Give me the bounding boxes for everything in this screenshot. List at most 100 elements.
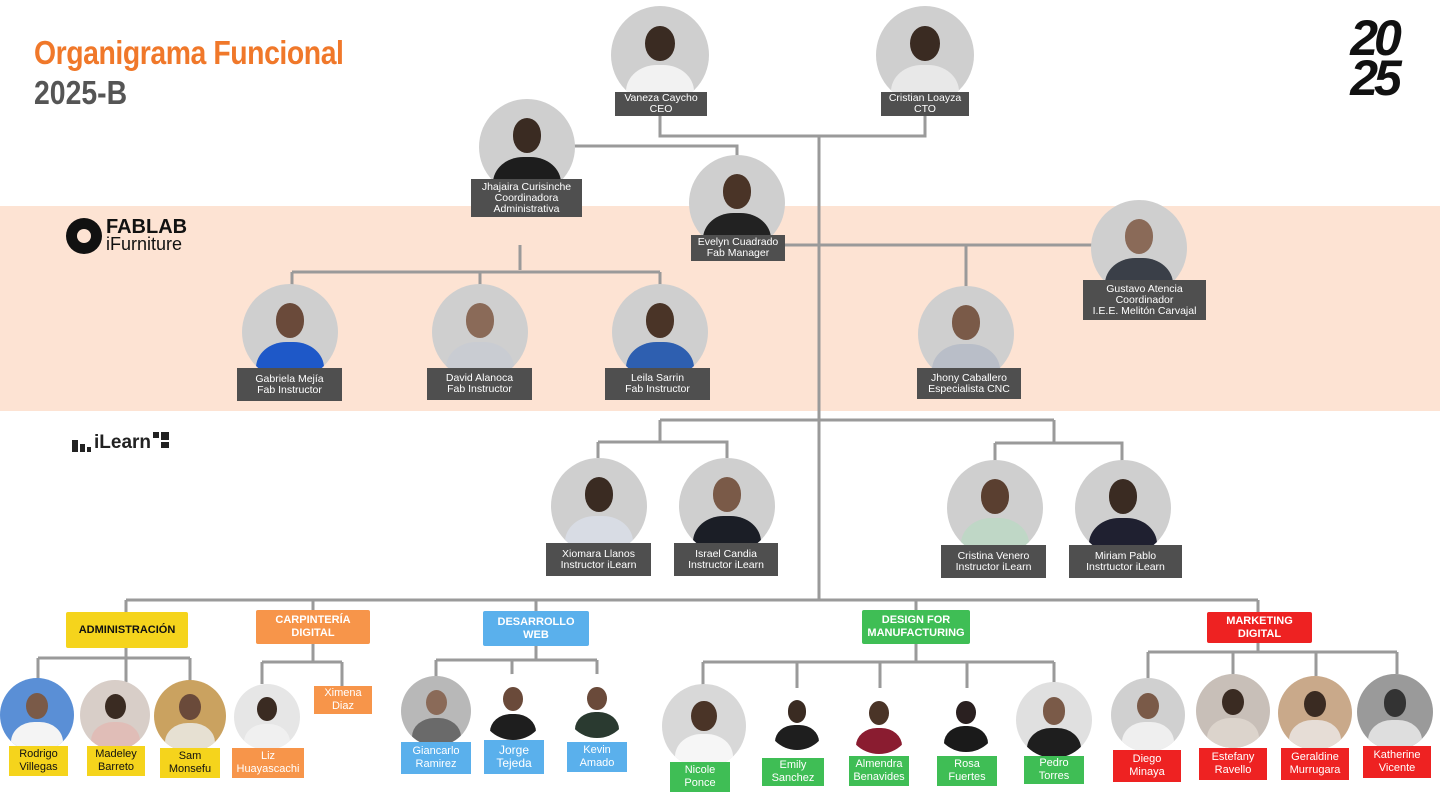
- year-bottom: 25: [1350, 50, 1402, 106]
- person-name: Leila Sarrin: [630, 372, 685, 384]
- person-label-gustavo: Gustavo Atencia Coordinador I.E.E. Melit…: [1083, 280, 1206, 320]
- person-photo-leila: [612, 284, 708, 380]
- member-label-giancarlo: Giancarlo Ramirez: [401, 742, 471, 774]
- person-photo-miriam: [1075, 460, 1171, 556]
- person-label-evelyn: Evelyn Cuadrado Fab Manager: [691, 235, 785, 261]
- year-logo: 20 25: [1334, 10, 1414, 106]
- person-name: Xiomara Llanos: [562, 547, 635, 560]
- person-photo-xiomara: [551, 458, 647, 554]
- year-top: 20: [1350, 10, 1402, 66]
- dept-administracion: ADMINISTRACIÓN: [66, 612, 188, 648]
- member-label-ximena: Ximena Diaz: [314, 686, 372, 714]
- dept-desarrollo: DESARROLLO WEB: [483, 611, 589, 646]
- person-label-jhajaira: Jhajaira Curisinche Coordinadora Adminis…: [471, 179, 582, 217]
- member-photo-pedro: [1016, 682, 1092, 758]
- member-label-pedro: Pedro Torres: [1024, 756, 1084, 784]
- person-role: Instructor iLearn: [688, 558, 764, 571]
- person-role: Coordinadora: [494, 191, 559, 204]
- person-role: Instrtuctor iLearn: [1086, 560, 1165, 573]
- member-label-geraldine: Geraldine Murrugara: [1281, 748, 1349, 780]
- ilearn-logo-text: iLearn: [94, 432, 152, 453]
- ilearn-logo: iLearn: [72, 432, 170, 454]
- person-role-2: I.E.E. Melitón Carvajal: [1092, 304, 1197, 317]
- member-photo-sam: [154, 680, 226, 752]
- person-label-cristian: Cristian Loayza CTO: [881, 92, 969, 116]
- person-name: Israel Candia: [695, 547, 757, 560]
- person-role: Fab Instructor: [625, 383, 690, 395]
- person-label-leila: Leila Sarrin Fab Instructor: [605, 368, 710, 400]
- person-role: Fab Instructor: [447, 383, 512, 395]
- ilearn-corner-icon: [153, 432, 170, 448]
- fablab-logo: FABLAB iFurniture: [66, 216, 188, 254]
- person-role-2: Administrativa: [493, 202, 560, 215]
- dept-design: DESIGN FOR MANUFACTURING: [862, 610, 970, 644]
- person-label-cristina: Cristina Venero Instructor iLearn: [941, 545, 1046, 578]
- member-label-madeley: Madeley Barreto: [87, 746, 145, 776]
- person-name: Gabriela Mejía: [255, 372, 324, 385]
- person-role: CTO: [914, 103, 936, 115]
- person-label-jhony: Jhony Caballero Especialista CNC: [917, 368, 1021, 399]
- person-name: David Alanoca: [445, 372, 514, 384]
- person-name: Vaneza Caycho: [624, 92, 698, 104]
- fablab-mark-icon: [66, 218, 102, 254]
- member-label-diego: Diego Minaya: [1113, 750, 1181, 782]
- member-photo-estefany: [1196, 674, 1270, 748]
- person-photo-cristina: [947, 460, 1043, 556]
- member-label-kevin: Kevin Amado: [567, 742, 627, 772]
- person-label-david: David Alanoca Fab Instructor: [427, 368, 532, 400]
- person-photo-vaneza: [611, 6, 709, 104]
- person-role: Instructor iLearn: [560, 558, 637, 571]
- member-photo-katherine: [1357, 674, 1433, 750]
- member-photo-geraldine: [1278, 676, 1352, 750]
- person-label-israel: Israel Candia Instructor iLearn: [674, 543, 778, 576]
- dept-marketing: MARKETING DIGITAL: [1207, 612, 1312, 643]
- person-role: Especialista CNC: [928, 382, 1010, 395]
- person-label-vaneza: Vaneza Caycho CEO: [615, 92, 707, 116]
- dept-carpinteria: CARPINTERÍA DIGITAL: [256, 610, 370, 644]
- member-label-rosa: Rosa Fuertes: [937, 756, 997, 786]
- member-label-liz: Liz Huayascachi: [232, 748, 304, 778]
- member-photo-emily: [766, 688, 828, 750]
- person-label-gabriela: Gabriela Mejía Fab Instructor: [237, 368, 342, 401]
- ilearn-mark-icon: [72, 434, 92, 452]
- member-label-katherine: Katherine Vicente: [1363, 746, 1431, 778]
- person-role: Fab Manager: [706, 247, 770, 259]
- member-photo-madeley: [80, 680, 150, 750]
- person-photo-israel: [679, 458, 775, 554]
- person-name: Cristina Venero: [957, 549, 1030, 562]
- member-label-emily: Emily Sanchez: [762, 758, 824, 786]
- page-subtitle: 2025-B: [34, 74, 128, 111]
- member-label-jorge: Jorge Tejeda: [484, 740, 544, 774]
- person-role: Instructor iLearn: [955, 560, 1032, 573]
- member-photo-almendra: [846, 688, 912, 754]
- member-photo-rosa: [934, 688, 998, 752]
- fablab-logo-line2: iFurniture: [106, 234, 183, 254]
- person-photo-cristian: [876, 6, 974, 104]
- page-title: Organigrama Funcional: [34, 34, 344, 71]
- member-photo-jorge: [480, 674, 546, 740]
- person-photo-jhony: [918, 286, 1014, 382]
- person-name: Cristian Loayza: [888, 92, 962, 104]
- member-photo-liz: [234, 684, 300, 750]
- member-label-rodrigo: Rodrigo Villegas: [9, 746, 68, 776]
- member-photo-nicole: [662, 684, 746, 768]
- person-label-miriam: Miriam Pablo Instrtuctor iLearn: [1069, 545, 1182, 578]
- person-name: Gustavo Atencia: [1106, 282, 1183, 295]
- member-label-sam: Sam Monsefu: [160, 748, 220, 778]
- person-name: Jhony Caballero: [931, 371, 1007, 384]
- person-name: Evelyn Cuadrado: [697, 236, 779, 248]
- person-role: Fab Instructor: [257, 383, 322, 396]
- person-role: Coordinador: [1115, 293, 1174, 306]
- fablab-logo-line1: FABLAB: [106, 216, 188, 238]
- person-role: CEO: [649, 103, 673, 115]
- person-name: Miriam Pablo: [1094, 549, 1157, 562]
- member-label-almendra: Almendra Benavides: [849, 756, 909, 786]
- member-photo-kevin: [565, 674, 629, 738]
- person-photo-david: [432, 284, 528, 380]
- member-label-nicole: Nicole Ponce: [670, 762, 730, 792]
- person-photo-gabriela: [242, 284, 338, 380]
- member-label-estefany: Estefany Ravello: [1199, 748, 1267, 780]
- member-photo-giancarlo: [401, 676, 471, 746]
